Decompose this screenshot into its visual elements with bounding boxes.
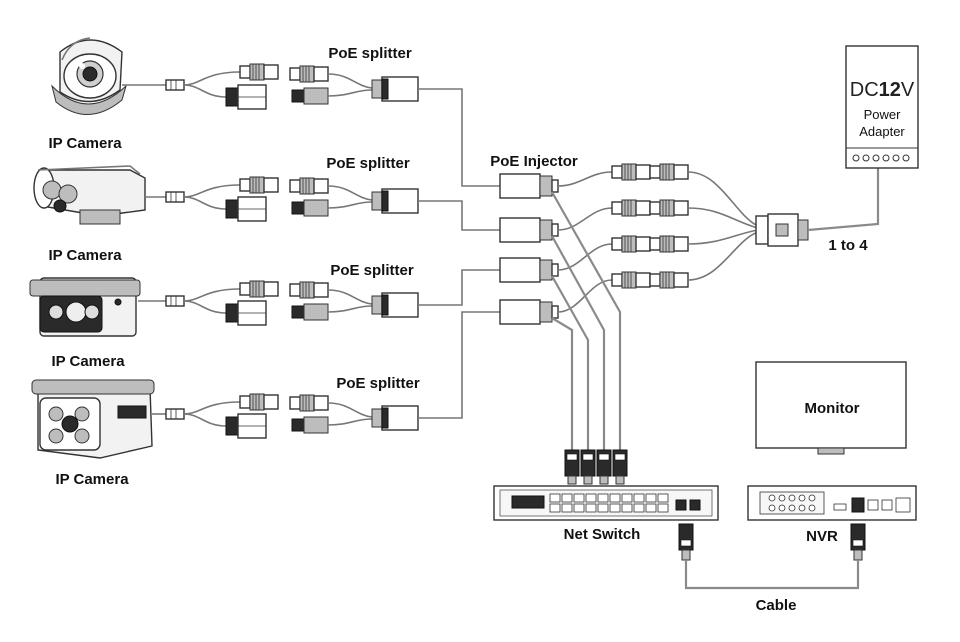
- splitter-1-label: PoE splitter: [328, 45, 412, 62]
- power-adapter: [845, 45, 919, 169]
- camera-4-label: IP Camera: [55, 471, 129, 488]
- camera-1-pigtail: [122, 63, 279, 110]
- injector-to-switch-wires: [551, 191, 628, 485]
- net-switch: [493, 485, 719, 521]
- splitter-3: [289, 281, 419, 321]
- nvr-label: NVR: [806, 528, 838, 545]
- switch-nvr-cable: [678, 523, 866, 590]
- splitter-3-label: PoE splitter: [330, 262, 414, 279]
- camera-1-label: IP Camera: [48, 135, 122, 152]
- monitor-label: Monitor: [805, 400, 860, 417]
- camera-4-pigtail: [152, 393, 279, 439]
- power-adapter-label-1: Power: [864, 107, 902, 122]
- poe-injector: [499, 173, 559, 325]
- one-to-four-cable: [649, 163, 880, 289]
- splitter-2: [289, 177, 419, 217]
- camera-3-pigtail: [138, 280, 279, 326]
- injector-dc-leads: [557, 163, 651, 313]
- splitter-to-injector-wires: [418, 88, 500, 419]
- splitter-1: [289, 65, 419, 105]
- splitter-4: [289, 394, 419, 434]
- camera-2-label: IP Camera: [48, 247, 122, 264]
- camera-3-label: IP Camera: [51, 353, 125, 370]
- camera-2-pigtail: [145, 176, 279, 222]
- monitor: [755, 361, 907, 455]
- cable-label: Cable: [756, 597, 797, 614]
- bullet-camera-icon: [33, 165, 146, 225]
- splitter-2-label: PoE splitter: [326, 155, 410, 172]
- box-camera-icon: [29, 277, 141, 337]
- one-to-four-label: 1 to 4: [828, 237, 868, 254]
- power-adapter-label-2: Adapter: [859, 124, 905, 139]
- bullet-camera-icon: [31, 379, 155, 459]
- nvr: [747, 485, 917, 521]
- dome-camera-icon: [51, 37, 127, 115]
- power-adapter-voltage: DC12V: [850, 79, 915, 101]
- splitter-4-label: PoE splitter: [336, 375, 420, 392]
- poe-injector-label: PoE Injector: [490, 153, 578, 170]
- net-switch-label: Net Switch: [564, 526, 641, 543]
